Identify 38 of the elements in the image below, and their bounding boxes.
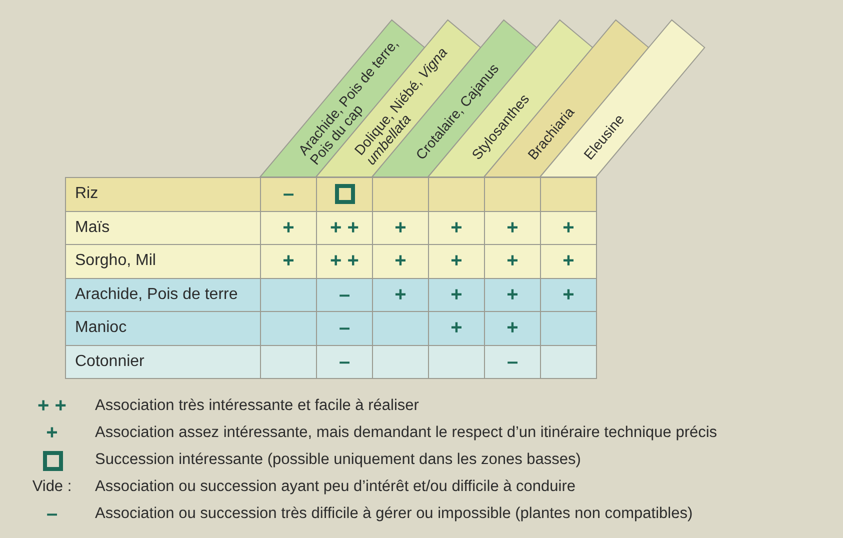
rating-symbol: + xyxy=(394,218,406,238)
rating-symbol: – xyxy=(282,184,294,204)
rating-symbol: – xyxy=(338,284,350,305)
legend-symbol: + + xyxy=(36,396,68,416)
rating-symbol: + xyxy=(394,284,406,305)
rating-symbol: – xyxy=(506,352,518,372)
row-header: Riz xyxy=(75,185,98,204)
legend-key-text: Vide : xyxy=(31,478,73,496)
rating-symbol: + xyxy=(450,251,462,272)
rating-symbol: + + xyxy=(330,218,359,238)
legend-text: Association ou succession ayant peu d’intérêt et/ou difficile à conduire xyxy=(95,478,576,496)
row-header: Maïs xyxy=(75,218,110,237)
rating-symbol: + xyxy=(450,284,462,305)
legend-text: Association ou succession très difficile à gérer ou impossible (plantes non compatibles) xyxy=(95,505,693,523)
row-header: Arachide, Pois de terre xyxy=(75,286,238,304)
rating-symbol: + xyxy=(506,251,518,272)
rating-symbol: – xyxy=(338,352,350,372)
rating-symbol: + xyxy=(562,284,574,305)
row-header: Sorgho, Mil xyxy=(75,252,156,270)
rating-symbol: + xyxy=(562,251,574,272)
rating-symbol: + xyxy=(506,218,518,238)
rating-symbol: + + xyxy=(330,251,359,272)
rating-symbol: + xyxy=(450,318,462,338)
rating-symbol: + xyxy=(562,218,574,238)
rating-symbol: + xyxy=(506,318,518,338)
legend-symbol: – xyxy=(45,504,59,524)
rating-symbol: + xyxy=(282,218,294,238)
legend-text: Succession intéressante (possible uniquement dans les zones basses) xyxy=(95,451,581,469)
legend-symbol: + xyxy=(45,423,59,443)
legend-text: Association assez intéressante, mais demandant le respect d’un itinéraire technique précis xyxy=(95,424,718,442)
rating-symbol: + xyxy=(394,251,406,272)
rating-symbol: – xyxy=(338,318,350,338)
rating-symbol: + xyxy=(282,251,294,272)
legend-text: Association très intéressante et facile à réaliser xyxy=(95,397,419,415)
row-header: Manioc xyxy=(75,319,127,338)
rating-symbol: + xyxy=(506,284,518,305)
row-header: Cotonnier xyxy=(75,352,144,371)
rating-symbol: + xyxy=(450,218,462,238)
